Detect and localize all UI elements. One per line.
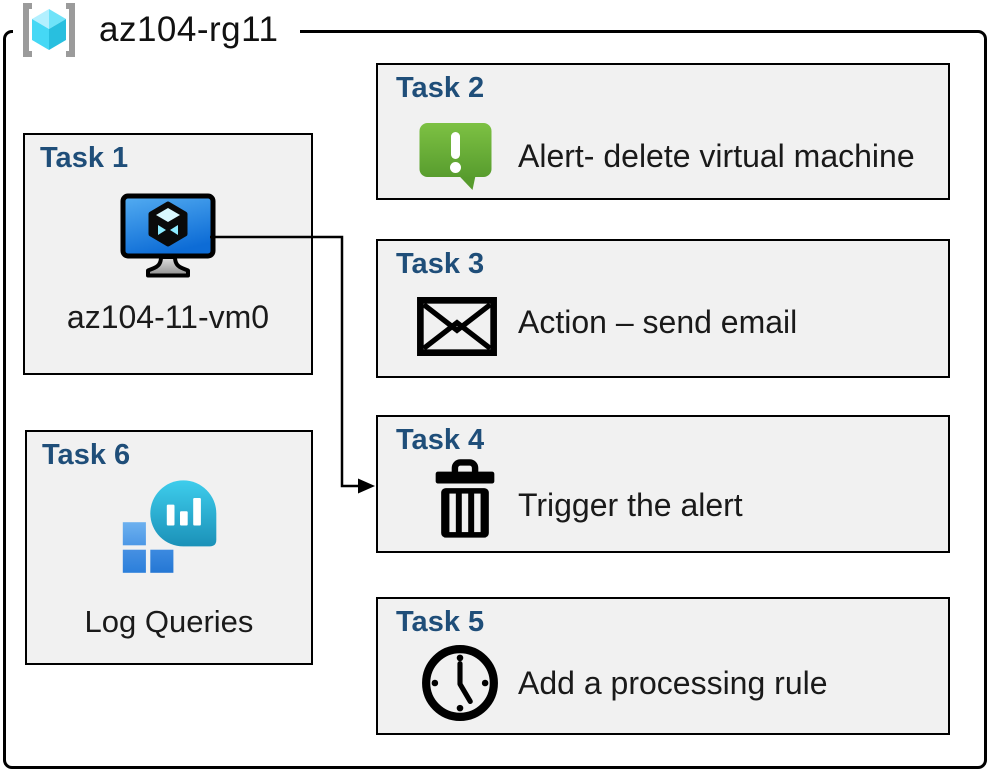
task-card-1: Task 1 az104-11-vm0 <box>23 133 313 375</box>
task-title: Task 3 <box>396 248 485 280</box>
task-card-4: Task 4 Trigger the alert <box>376 415 950 553</box>
task-card-3: Task 3 Action – send email <box>376 239 950 378</box>
clock-icon <box>420 643 500 728</box>
email-icon <box>417 297 497 361</box>
virtual-machine-icon <box>120 193 216 284</box>
resource-group-border <box>3 30 987 769</box>
resource-group-label: az104-rg11 <box>13 2 301 58</box>
task-description: Trigger the alert <box>518 487 743 523</box>
trash-icon <box>432 457 498 548</box>
task-description: Alert- delete virtual machine <box>518 138 915 174</box>
task-card-6: Task 6 <box>25 430 313 665</box>
task-title: Task 2 <box>396 72 485 104</box>
task-card-2: Task 2 Alert- delete virtual machine <box>376 63 950 200</box>
resource-group-icon <box>17 2 81 58</box>
resource-group-name: az104-rg11 <box>99 10 279 49</box>
log-queries-icon <box>114 476 224 591</box>
task-card-5: Task 5 Add a processing rule <box>376 597 950 735</box>
log-queries-label: Log Queries <box>84 604 254 639</box>
task-title: Task 6 <box>42 439 131 471</box>
task-title: Task 5 <box>396 606 485 638</box>
task-title: Task 1 <box>40 142 129 174</box>
task-title: Task 4 <box>396 424 485 456</box>
vm-name-label: az104-11-vm0 <box>66 299 270 335</box>
alert-icon <box>417 121 494 198</box>
task-description: Action – send email <box>518 304 798 340</box>
task-description: Add a processing rule <box>518 665 828 701</box>
